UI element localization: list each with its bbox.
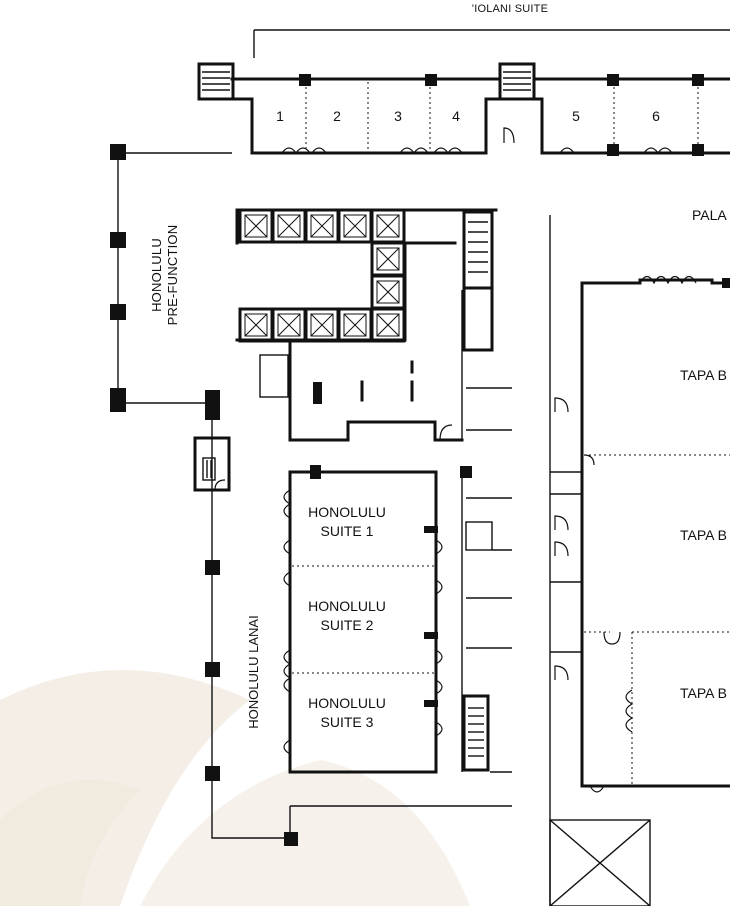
elevator-car [337, 307, 373, 343]
suite2-label-line1: HONOLULU [308, 598, 386, 614]
tapa-label-2: TAPA B [680, 527, 727, 543]
honolulu-suites [283, 465, 512, 774]
lanai-stair [193, 436, 231, 492]
room-3-label: 3 [394, 108, 402, 124]
watermark-pattern [0, 670, 470, 906]
elevator-car [271, 307, 307, 343]
suite2-label-line2: SUITE 2 [321, 617, 374, 633]
tapa-label-3: TAPA B [680, 685, 727, 701]
prefunction-label-line2: PRE-FUNCTION [165, 225, 180, 326]
service-core [235, 208, 512, 442]
iolani-rooms-structure [197, 62, 730, 156]
iolani-suite-label: 'IOLANI SUITE [472, 3, 548, 15]
elevator-car [370, 241, 406, 277]
room-6-label: 6 [652, 108, 660, 124]
suite3-label-line2: SUITE 3 [321, 714, 374, 730]
prefunction-label-line1: HONOLULU [149, 238, 164, 312]
tapa-ballroom [549, 215, 730, 906]
elevator-car [370, 307, 406, 343]
elevator-car [271, 208, 307, 244]
elevator-car [304, 208, 340, 244]
room-2-label: 2 [333, 108, 341, 124]
elevator-car [337, 208, 373, 244]
elevator-banks [238, 208, 406, 343]
palace-label: PALA [692, 207, 727, 223]
lanai-label: HONOLULU LANAI [246, 615, 261, 728]
suite1-label-line2: SUITE 1 [321, 523, 374, 539]
iolani-suite-dimension [253, 29, 730, 58]
suite3-label-line1: HONOLULU [308, 695, 386, 711]
room-4-label: 4 [452, 108, 460, 124]
room-5-label: 5 [572, 108, 580, 124]
elevator-car [370, 274, 406, 310]
room-1-label: 1 [276, 108, 284, 124]
elevator-car [304, 307, 340, 343]
tapa-label-1: TAPA B [680, 367, 727, 383]
prefunction-outline [110, 144, 512, 846]
elevator-car [238, 307, 274, 343]
elevator-car [238, 208, 274, 244]
suite1-label-line1: HONOLULU [308, 504, 386, 520]
elevator-car [370, 208, 406, 244]
